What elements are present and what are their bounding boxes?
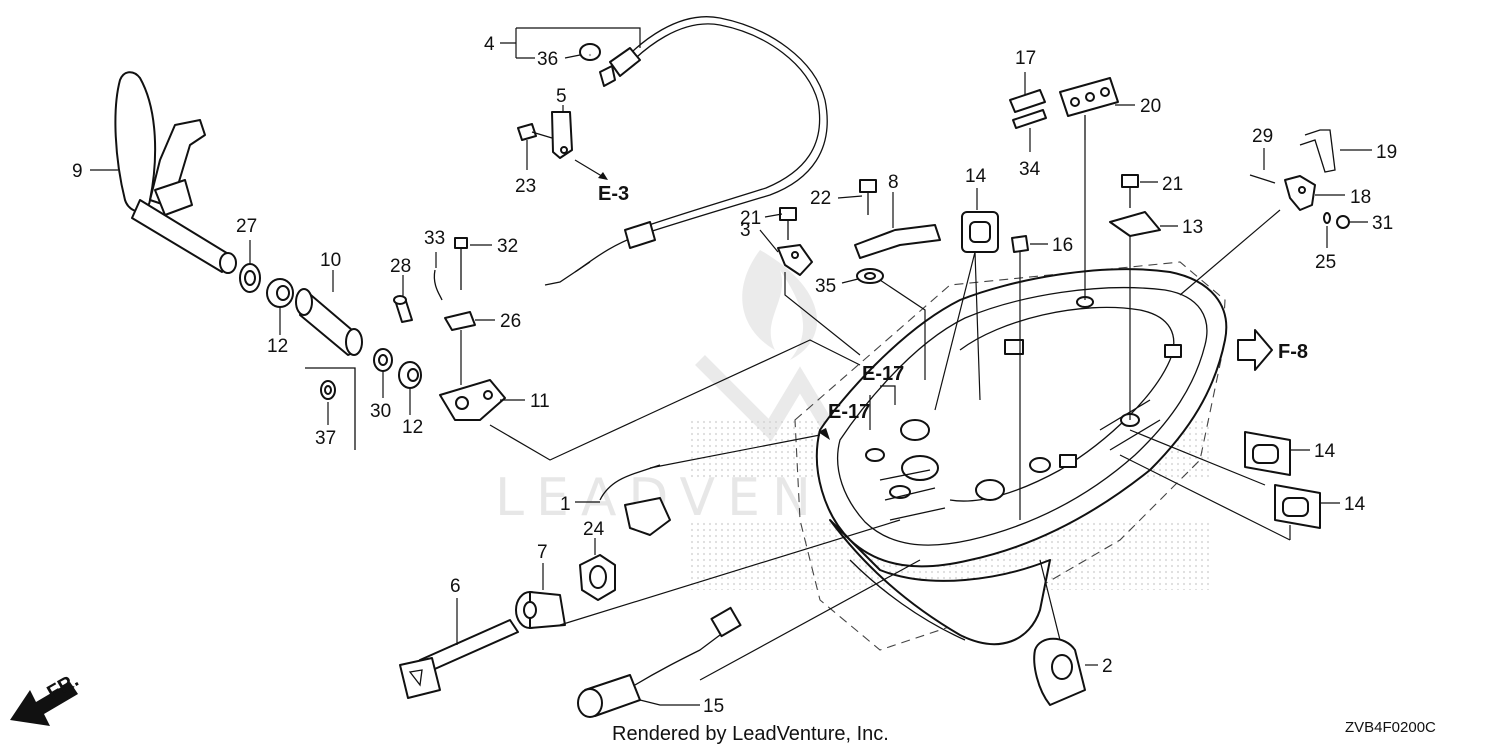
spring-19 (1299, 129, 1336, 173)
part-number-8: 8 (888, 172, 899, 193)
part-number-20: 20 (1140, 96, 1161, 117)
part-number-13: 13 (1182, 217, 1203, 238)
pin-28 (393, 295, 413, 323)
bracket-37 (305, 367, 356, 450)
bushing-12a (266, 278, 294, 308)
part-number-25: 25 (1315, 252, 1336, 273)
pin-29 (1249, 174, 1276, 184)
part-number-7: 7 (537, 542, 548, 563)
part-number-19: 19 (1376, 142, 1397, 163)
leader-lines (90, 27, 1372, 706)
part-number-31: 31 (1372, 213, 1393, 234)
washer-27 (239, 263, 261, 293)
part-number-21b: 21 (1162, 174, 1183, 195)
footer-credit: Rendered by LeadVenture, Inc. (612, 723, 889, 745)
part-number-16: 16 (1052, 235, 1073, 256)
part-number-15: 15 (703, 696, 724, 717)
part-number-32: 32 (497, 236, 518, 257)
part-number-35: 35 (815, 276, 836, 297)
washer-25 (1323, 212, 1331, 224)
plate-3 (777, 244, 813, 276)
part-number-24: 24 (583, 519, 605, 540)
engine-cover-housing (794, 261, 1228, 651)
part-number-21a: 21 (740, 208, 761, 229)
grommet-14b (1244, 431, 1291, 476)
bolt-21a (779, 207, 797, 240)
part-number-9: 9 (72, 161, 83, 182)
front-arrow (10, 682, 78, 726)
part-number-17: 17 (1015, 48, 1036, 69)
part-number-14a: 14 (965, 166, 987, 187)
part-number-14c: 14 (1344, 494, 1366, 515)
clip-31 (1336, 215, 1350, 229)
washer-30 (373, 348, 393, 372)
part-number-14b: 14 (1314, 441, 1336, 462)
part-number-12b: 12 (402, 417, 423, 438)
tiller-handle (114, 71, 237, 274)
part-number-23: 23 (515, 176, 536, 197)
ref-e17-upper: E-17 (862, 363, 904, 385)
part-number-1: 1 (560, 494, 571, 515)
part-number-2: 2 (1102, 656, 1113, 677)
bracket-5 (517, 111, 573, 159)
part-number-30: 30 (370, 401, 391, 422)
bolt-22 (859, 179, 877, 215)
nut-24 (579, 554, 616, 601)
part-number-33: 33 (424, 228, 445, 249)
pipe-10 (295, 288, 363, 356)
part-number-37: 37 (315, 428, 336, 449)
part-number-6: 6 (450, 576, 461, 597)
part-number-10: 10 (320, 250, 341, 271)
f8-arrow (1237, 329, 1273, 371)
throttle-cable (544, 16, 828, 286)
link-11 (439, 379, 506, 421)
part-number-36: 36 (537, 49, 558, 70)
part-number-22: 22 (810, 188, 831, 209)
ref-f8: F-8 (1278, 341, 1308, 363)
switch-1 (599, 464, 671, 536)
ref-e17-lower: E-17 (828, 401, 870, 423)
part-number-26: 26 (500, 311, 521, 332)
bolt-32 (454, 237, 468, 290)
pin-34 (1012, 109, 1047, 129)
bolt-21b (1121, 174, 1139, 208)
bushing-12b (398, 361, 422, 389)
knob-7 (515, 591, 566, 629)
ref-e3: E-3 (598, 183, 629, 205)
part-number-5: 5 (556, 86, 567, 107)
part-number-11: 11 (530, 391, 550, 412)
part-number-3: 3 (740, 220, 751, 241)
bracket-20 (1059, 77, 1119, 140)
part-number-4: 4 (484, 34, 495, 55)
rod-6 (399, 619, 519, 699)
grommet-14c (1274, 484, 1321, 529)
washer-37 (320, 380, 336, 400)
bracket-8 (854, 224, 941, 259)
link-18 (1284, 175, 1316, 211)
washer-35 (856, 268, 884, 284)
part-number-12a: 12 (267, 336, 288, 357)
part-number-18: 18 (1350, 187, 1371, 208)
part-number-29: 29 (1252, 126, 1273, 147)
grommet-14a (961, 211, 999, 253)
part-labels: 4 36 5 23 9 27 10 12 28 33 32 26 11 30 1… (72, 34, 1397, 717)
part-number-28: 28 (390, 256, 411, 277)
clip-26 (444, 311, 476, 331)
diagram-code: ZVB4F0200C (1345, 719, 1436, 736)
grommet-2 (1033, 637, 1086, 706)
part-number-34: 34 (1019, 159, 1041, 180)
part-number-27: 27 (236, 216, 257, 237)
nut-16 (1011, 235, 1029, 253)
clip-33 (433, 269, 443, 301)
pin-17 (1009, 89, 1046, 113)
bracket-13 (1109, 211, 1161, 237)
